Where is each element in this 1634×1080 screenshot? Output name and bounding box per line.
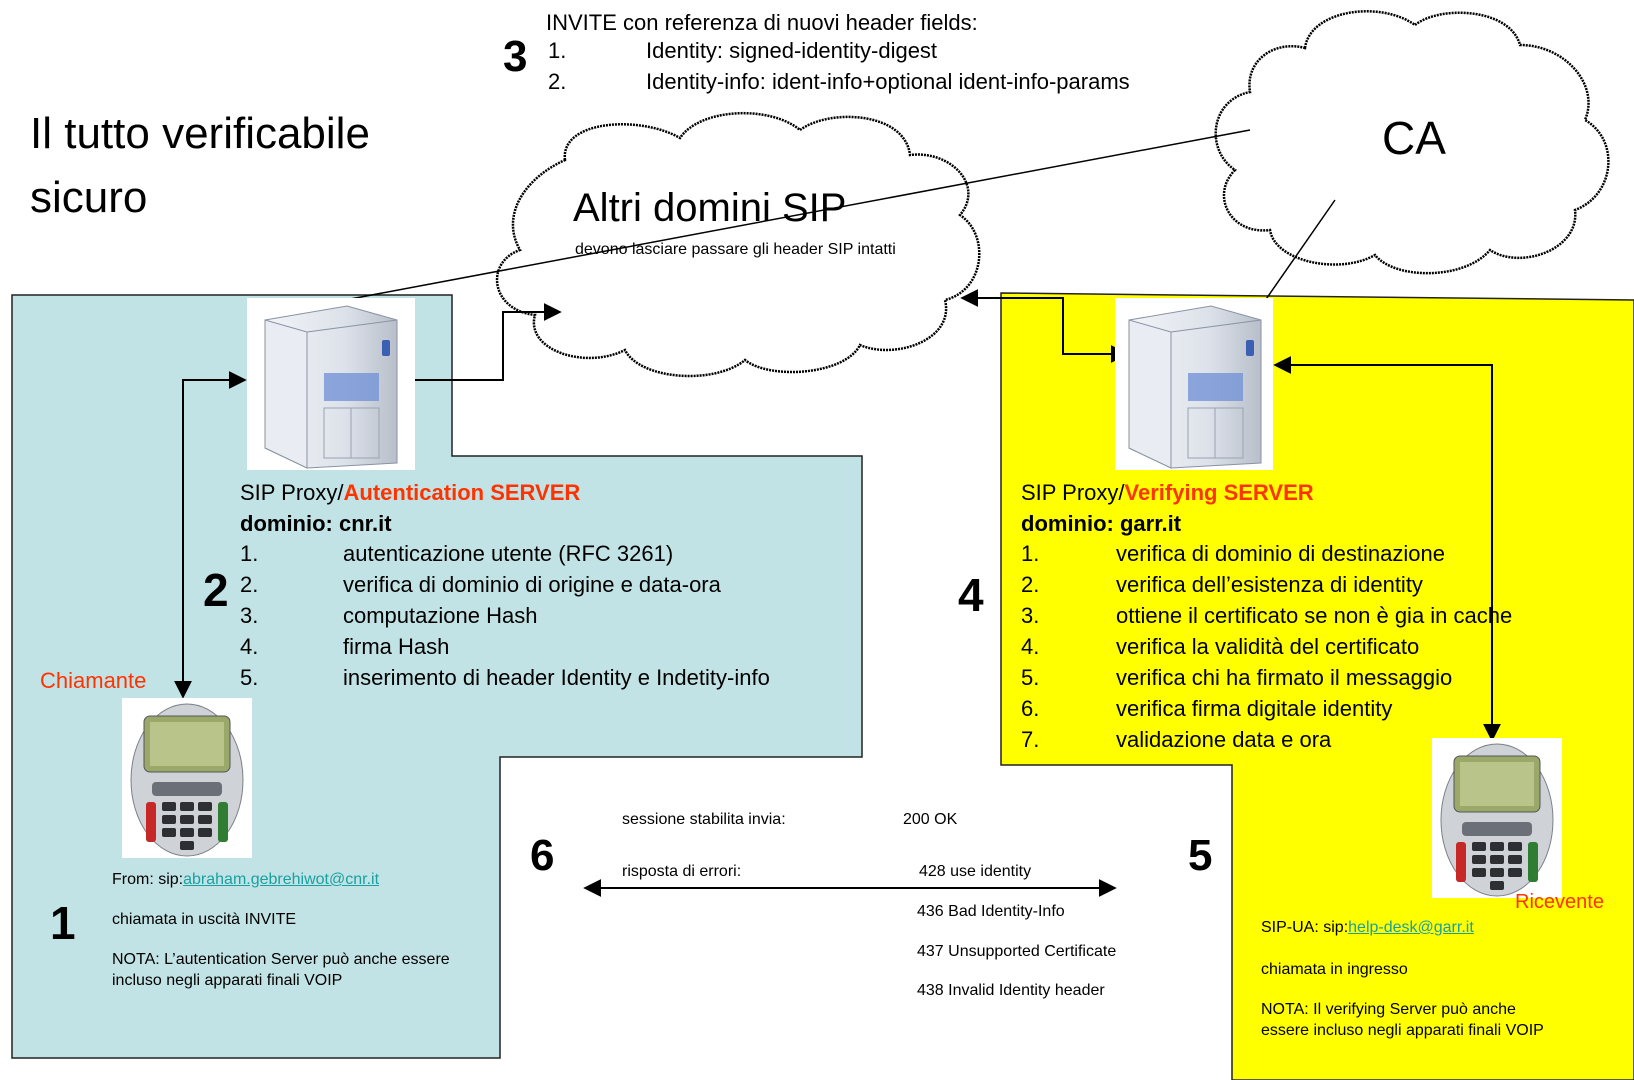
ca-label: CA bbox=[1382, 112, 1446, 164]
session-code: 200 OK bbox=[903, 811, 958, 828]
session-label: sessione stabilita invia: bbox=[622, 811, 786, 828]
auth-server-label-prefix: SIP Proxy/ bbox=[240, 480, 344, 505]
verify-step-text: verifica di dominio di destinazione bbox=[1116, 541, 1445, 566]
caller-from-address-link[interactable]: abraham.gebrehiwot@cnr.it bbox=[183, 871, 380, 888]
step3-item-number: 1. bbox=[548, 38, 567, 63]
headline-line1: Il tutto verificabile bbox=[30, 109, 370, 158]
auth-server-label: SIP Proxy/Autentication SERVER bbox=[240, 480, 580, 506]
auth-step-text: inserimento di header Identity e Indetit… bbox=[343, 665, 770, 690]
receiver-note-line2: essere incluso negli apparati finali VOI… bbox=[1261, 1022, 1544, 1039]
verify-step-text: verifica firma digitale identity bbox=[1116, 696, 1393, 721]
ca-cloud-shape bbox=[1214, 10, 1610, 275]
error-code: 436 Bad Identity-Info bbox=[917, 903, 1065, 920]
verify-step-text: ottiene il certificato se non è gia in c… bbox=[1116, 603, 1513, 628]
verify-to-receiver-arrow bbox=[1273, 356, 1501, 742]
verify-step-text: verifica chi ha firmato il messaggio bbox=[1116, 665, 1453, 690]
headline-line2: sicuro bbox=[30, 173, 148, 222]
step3-item-text: Identity: signed-identity-digest bbox=[646, 38, 938, 63]
error-label: risposta di errori: bbox=[622, 863, 742, 880]
step3-number: 3 bbox=[503, 32, 528, 81]
receiver-ua-address-link[interactable]: help-desk@garr.it bbox=[1348, 919, 1474, 936]
receiver-label: Ricevente bbox=[1515, 891, 1604, 913]
sip-cloud-subtitle: devono lasciare passare gli header SIP i… bbox=[575, 241, 896, 258]
receiver-ua: SIP-UA: sip:help-desk@garr.it bbox=[1261, 918, 1474, 938]
verify-server-label-prefix: SIP Proxy/ bbox=[1021, 480, 1125, 505]
auth-to-cloud-arrow bbox=[415, 303, 562, 381]
step3-item-number: 2. bbox=[548, 69, 567, 94]
auth-step-text: autenticazione utente (RFC 3261) bbox=[343, 541, 674, 566]
auth-server-role: Autentication SERVER bbox=[343, 480, 581, 505]
sip-cloud-title: Altri domini SIP bbox=[573, 186, 847, 230]
step4-number: 4 bbox=[958, 569, 984, 621]
auth-step-number: 2. bbox=[240, 572, 259, 597]
error-code: 437 Unsupported Certificate bbox=[917, 943, 1117, 960]
caller-note-line1: NOTA: L’autentication Server può anche e… bbox=[112, 951, 450, 968]
verify-step-number: 2. bbox=[1021, 572, 1040, 597]
error-code: 438 Invalid Identity header bbox=[917, 982, 1105, 999]
verify-step-text: verifica dell’esistenza di identity bbox=[1116, 572, 1423, 597]
caller-from: From: sip:abraham.gebrehiwot@cnr.it bbox=[112, 870, 379, 890]
auth-step-text: firma Hash bbox=[343, 634, 450, 659]
caller-from-prefix: From: sip: bbox=[112, 871, 184, 888]
caller-label: Chiamante bbox=[40, 668, 147, 693]
verify-step-text: validazione data e ora bbox=[1116, 727, 1332, 752]
verify-server-domain: dominio: garr.it bbox=[1021, 511, 1182, 536]
verify-step-number: 5. bbox=[1021, 665, 1040, 690]
verify-server-label: SIP Proxy/Verifying SERVER bbox=[1021, 480, 1314, 506]
auth-step-number: 3. bbox=[240, 603, 259, 628]
auth-to-ca-line bbox=[344, 129, 1251, 301]
step2-number: 2 bbox=[203, 564, 229, 616]
receiver-note-line1: NOTA: Il verifying Server può anche bbox=[1261, 1001, 1516, 1018]
caller-call-text: chiamata in uscità INVITE bbox=[112, 911, 297, 928]
verify-step-text: verifica la validità del certificato bbox=[1116, 634, 1420, 659]
verify-server-role: Verifying SERVER bbox=[1124, 480, 1314, 505]
step6-number: 6 bbox=[530, 831, 555, 880]
auth-step-number: 1. bbox=[240, 541, 259, 566]
caller-to-auth-arrow bbox=[174, 371, 247, 699]
receiver-phone-icon bbox=[1432, 738, 1562, 898]
error-code: 428 use identity bbox=[919, 863, 1032, 880]
step3-intro: INVITE con referenza di nuovi header fie… bbox=[546, 10, 978, 35]
auth-server-domain: dominio: cnr.it bbox=[240, 511, 392, 536]
auth-step-number: 5. bbox=[240, 665, 259, 690]
auth-step-text: verifica di dominio di origine e data-or… bbox=[343, 572, 721, 597]
verify-step-number: 4. bbox=[1021, 634, 1040, 659]
step3-item-text: Identity-info: ident-info+optional ident… bbox=[646, 69, 1130, 94]
verify-server-icon bbox=[1115, 298, 1273, 470]
caller-note-line2: incluso negli apparati finali VOIP bbox=[112, 972, 343, 989]
sip-cloud-shape bbox=[495, 111, 981, 378]
caller-phone-icon bbox=[122, 698, 252, 858]
verify-step-number: 1. bbox=[1021, 541, 1040, 566]
receiver-call-text: chiamata in ingresso bbox=[1261, 961, 1408, 978]
auth-step-number: 4. bbox=[240, 634, 259, 659]
receiver-ua-prefix: SIP-UA: sip: bbox=[1261, 919, 1349, 936]
verify-to-ca-line bbox=[1261, 199, 1336, 306]
auth-server-icon bbox=[247, 298, 415, 470]
auth-step-text: computazione Hash bbox=[343, 603, 538, 628]
step1-number: 1 bbox=[50, 897, 76, 949]
verify-step-number: 7. bbox=[1021, 727, 1040, 752]
cloud-to-verify-arrow bbox=[960, 289, 1129, 363]
verify-step-number: 3. bbox=[1021, 603, 1040, 628]
step5-number: 5 bbox=[1188, 831, 1213, 880]
verify-step-number: 6. bbox=[1021, 696, 1040, 721]
